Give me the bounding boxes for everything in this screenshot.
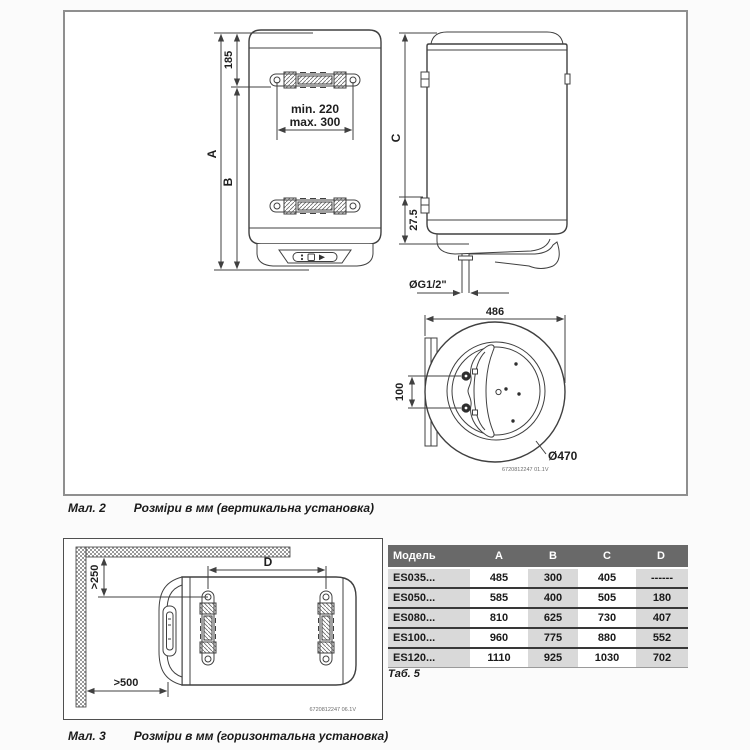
table-header-c: C xyxy=(603,550,611,562)
side-view: C 27.5 ØG1/2" xyxy=(389,31,571,297)
table-cell: ES120... xyxy=(388,649,472,667)
mounting-bracket-top xyxy=(269,71,361,89)
dim-min-label: min. 220 xyxy=(291,102,339,116)
vertical-installation-diagram: min. 220 max. 300 A 185 B xyxy=(205,29,578,473)
table-cell: ES100... xyxy=(388,629,472,647)
horizontal-installation-diagram: D >250 >500 6720812247 06.1V xyxy=(75,546,357,713)
dim-250-label: >250 xyxy=(89,565,101,590)
dim-c-label: C xyxy=(389,133,403,142)
table-cell: 925 xyxy=(526,649,580,667)
dim-275-label: 27.5 xyxy=(408,209,420,230)
dimension-bottom: 486 100 Ø470 xyxy=(394,306,578,463)
fig2-caption-text: Розміри в мм (вертикальна установка) xyxy=(133,501,375,515)
fig3-caption: Мал. 3 Розміри в мм (горизонтальна устано… xyxy=(68,729,388,743)
table-cell: 400 xyxy=(526,589,580,607)
table-cell: 810 xyxy=(472,609,526,627)
dim-470-label: Ø470 xyxy=(548,449,578,463)
table-row: ES035... 485 300 405 ------ xyxy=(388,567,688,587)
wall xyxy=(75,546,291,708)
heater-horizontal xyxy=(158,576,357,686)
table-row: ES050... 585 400 505 180 xyxy=(388,587,688,607)
table-cell: 1030 xyxy=(580,649,634,667)
dimension-bracket-spacing: min. 220 max. 300 xyxy=(276,82,354,140)
doc-code: 6720812247 06.1V xyxy=(310,707,357,713)
table-cell: ES035... xyxy=(388,569,472,587)
table-cell: ES080... xyxy=(388,609,472,627)
front-view: min. 220 max. 300 A 185 B xyxy=(205,29,382,271)
table-row: ES120... 1110 925 1030 702 xyxy=(388,647,688,667)
dim-max-label: max. 300 xyxy=(290,115,341,129)
doc-code: 6720812247 01.1V xyxy=(502,467,549,473)
table-cell: 485 xyxy=(472,569,526,587)
table-cell: 180 xyxy=(634,589,688,607)
dim-500-label: >500 xyxy=(114,677,139,689)
mounting-bracket-right xyxy=(317,590,335,666)
dimension-heights: A 185 B xyxy=(205,32,313,271)
control-panel xyxy=(278,249,352,264)
dim-pipe-label: ØG1/2" xyxy=(409,279,447,291)
table-cell: 300 xyxy=(526,569,580,587)
table-cell: 552 xyxy=(634,629,688,647)
table-header-row: Модель A B C D xyxy=(388,545,688,567)
dim-486-label: 486 xyxy=(486,306,504,318)
bottom-view: 486 100 Ø470 6720812247 01.1V xyxy=(394,306,578,473)
table-cell: 407 xyxy=(634,609,688,627)
table-cell: 585 xyxy=(472,589,526,607)
table-cell: ------ xyxy=(634,569,688,587)
dim-d-label: D xyxy=(264,555,273,569)
dimension-wall-clearance: >500 xyxy=(86,677,169,697)
fig2-caption-label: Мал. 2 xyxy=(68,501,106,515)
fig3-caption-label: Мал. 3 xyxy=(68,729,106,743)
fig3-caption-text: Розміри в мм (горизонтальна установка) xyxy=(133,729,389,743)
table-header-b: B xyxy=(549,550,557,562)
table-header-model: Модель xyxy=(393,550,436,562)
table-cell: 625 xyxy=(526,609,580,627)
mounting-bracket-left xyxy=(199,590,217,666)
horizontal-installation-figure: D >250 >500 6720812247 06.1V xyxy=(63,538,383,720)
dimensions-table: Модель A B C D ES035... 485 300 405 ----… xyxy=(388,545,688,668)
fig2-caption: Мал. 2 Розміри в мм (вертикальна установк… xyxy=(68,501,374,515)
dimension-d: D xyxy=(207,555,327,589)
table-header-a: A xyxy=(495,550,503,562)
mounting-bracket-bottom xyxy=(269,197,361,215)
table-header-d: D xyxy=(657,550,665,562)
table-cell: 1110 xyxy=(472,649,526,667)
table-row: ES100... 960 775 880 552 xyxy=(388,627,688,647)
table-cell: 405 xyxy=(580,569,634,587)
table-cell: 960 xyxy=(472,629,526,647)
table-cell: 730 xyxy=(580,609,634,627)
control-panel-side xyxy=(162,605,177,657)
table-cell: 775 xyxy=(526,629,580,647)
table-caption: Таб. 5 xyxy=(388,668,420,680)
dim-b-label: B xyxy=(221,177,235,186)
dimension-side: C 27.5 ØG1/2" xyxy=(389,32,509,297)
table-cell: 702 xyxy=(634,649,688,667)
dim-185-label: 185 xyxy=(223,51,235,69)
table-cell: ES050... xyxy=(388,589,472,607)
table-cell: 880 xyxy=(580,629,634,647)
vertical-installation-figure: min. 220 max. 300 A 185 B xyxy=(63,10,688,496)
dim-100-label: 100 xyxy=(394,383,406,401)
table-cell: 505 xyxy=(580,589,634,607)
dim-a-label: A xyxy=(205,149,219,158)
table-row: ES080... 810 625 730 407 xyxy=(388,607,688,627)
dimension-ceiling-clearance: >250 xyxy=(89,557,208,598)
